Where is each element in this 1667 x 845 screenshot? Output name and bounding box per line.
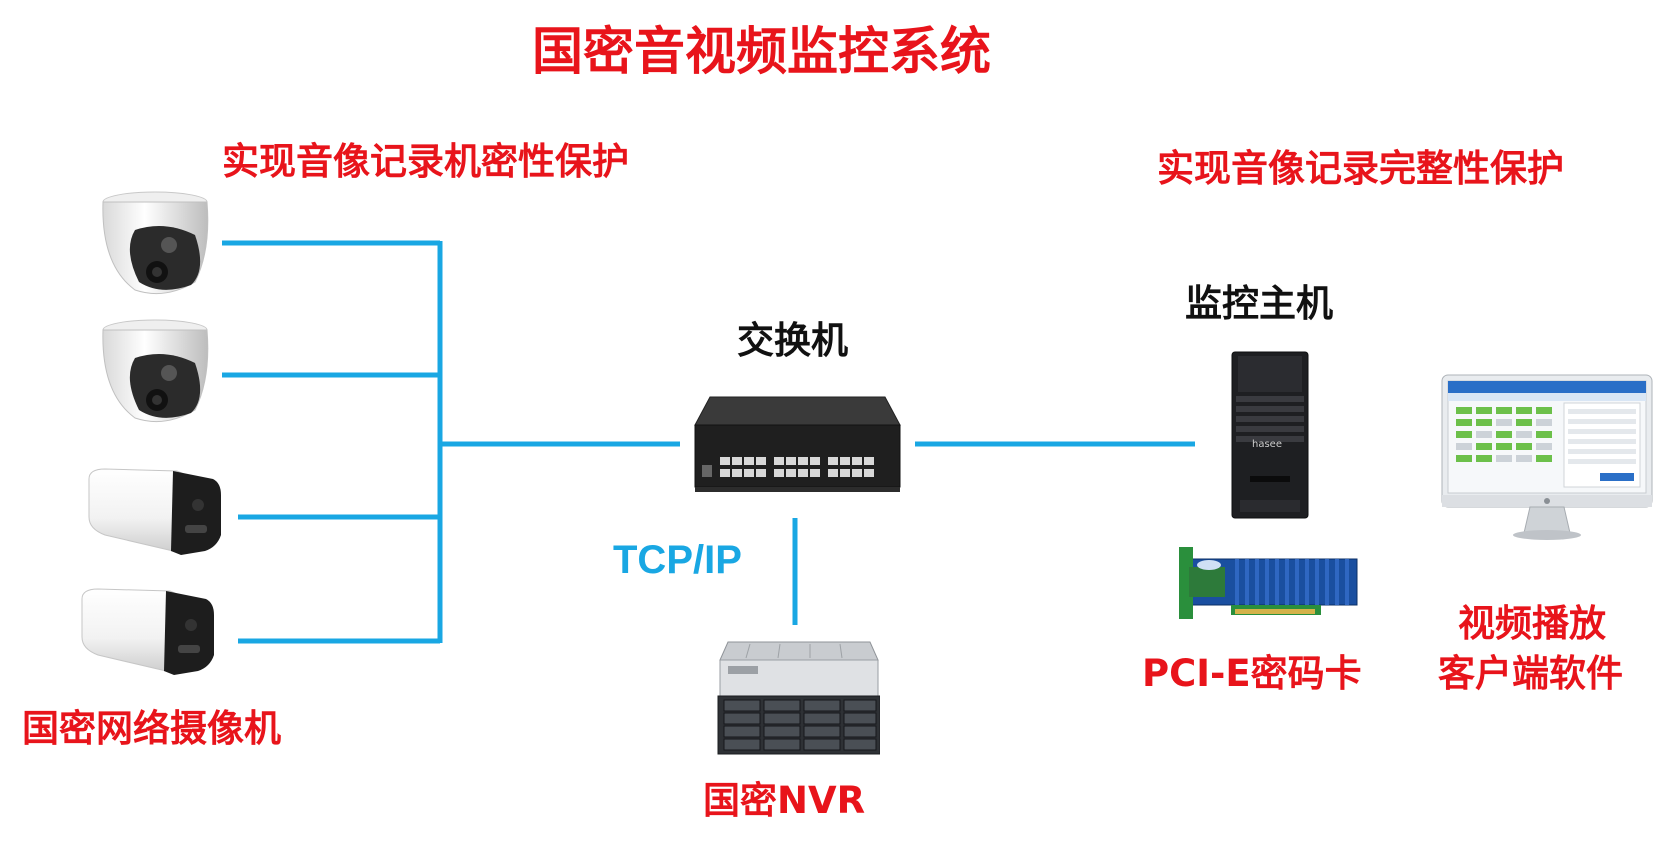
- pcie-card-icon: [1179, 547, 1358, 619]
- client-software-label-line1: 视频播放: [1458, 602, 1606, 645]
- left-caption: 实现音像记录机密性保护: [222, 140, 629, 183]
- dome-camera-icon: [102, 191, 209, 295]
- pcie-card-label: PCI-E密码卡: [1142, 652, 1362, 695]
- client-software-label-line2: 客户端软件: [1438, 652, 1623, 695]
- tower-pc-icon: [1231, 351, 1309, 519]
- bullet-camera-icon: [81, 588, 214, 675]
- protocol-label: TCP/IP: [613, 538, 742, 582]
- nvr-server-icon: [717, 641, 880, 755]
- bullet-camera-icon: [88, 468, 221, 555]
- diagram-title: 国密音视频监控系统: [532, 23, 992, 82]
- right-caption: 实现音像记录完整性保护: [1157, 147, 1564, 190]
- host-label: 监控主机: [1185, 282, 1333, 325]
- camera-group-label: 国密网络摄像机: [22, 707, 281, 750]
- network-switch-icon: [694, 396, 901, 492]
- switch-label: 交换机: [737, 319, 848, 362]
- nvr-label: 国密NVR: [703, 779, 866, 822]
- monitor-icon: [1441, 374, 1653, 540]
- dome-camera-icon: [102, 319, 209, 423]
- pc-brand-mark: hasee: [1252, 439, 1282, 450]
